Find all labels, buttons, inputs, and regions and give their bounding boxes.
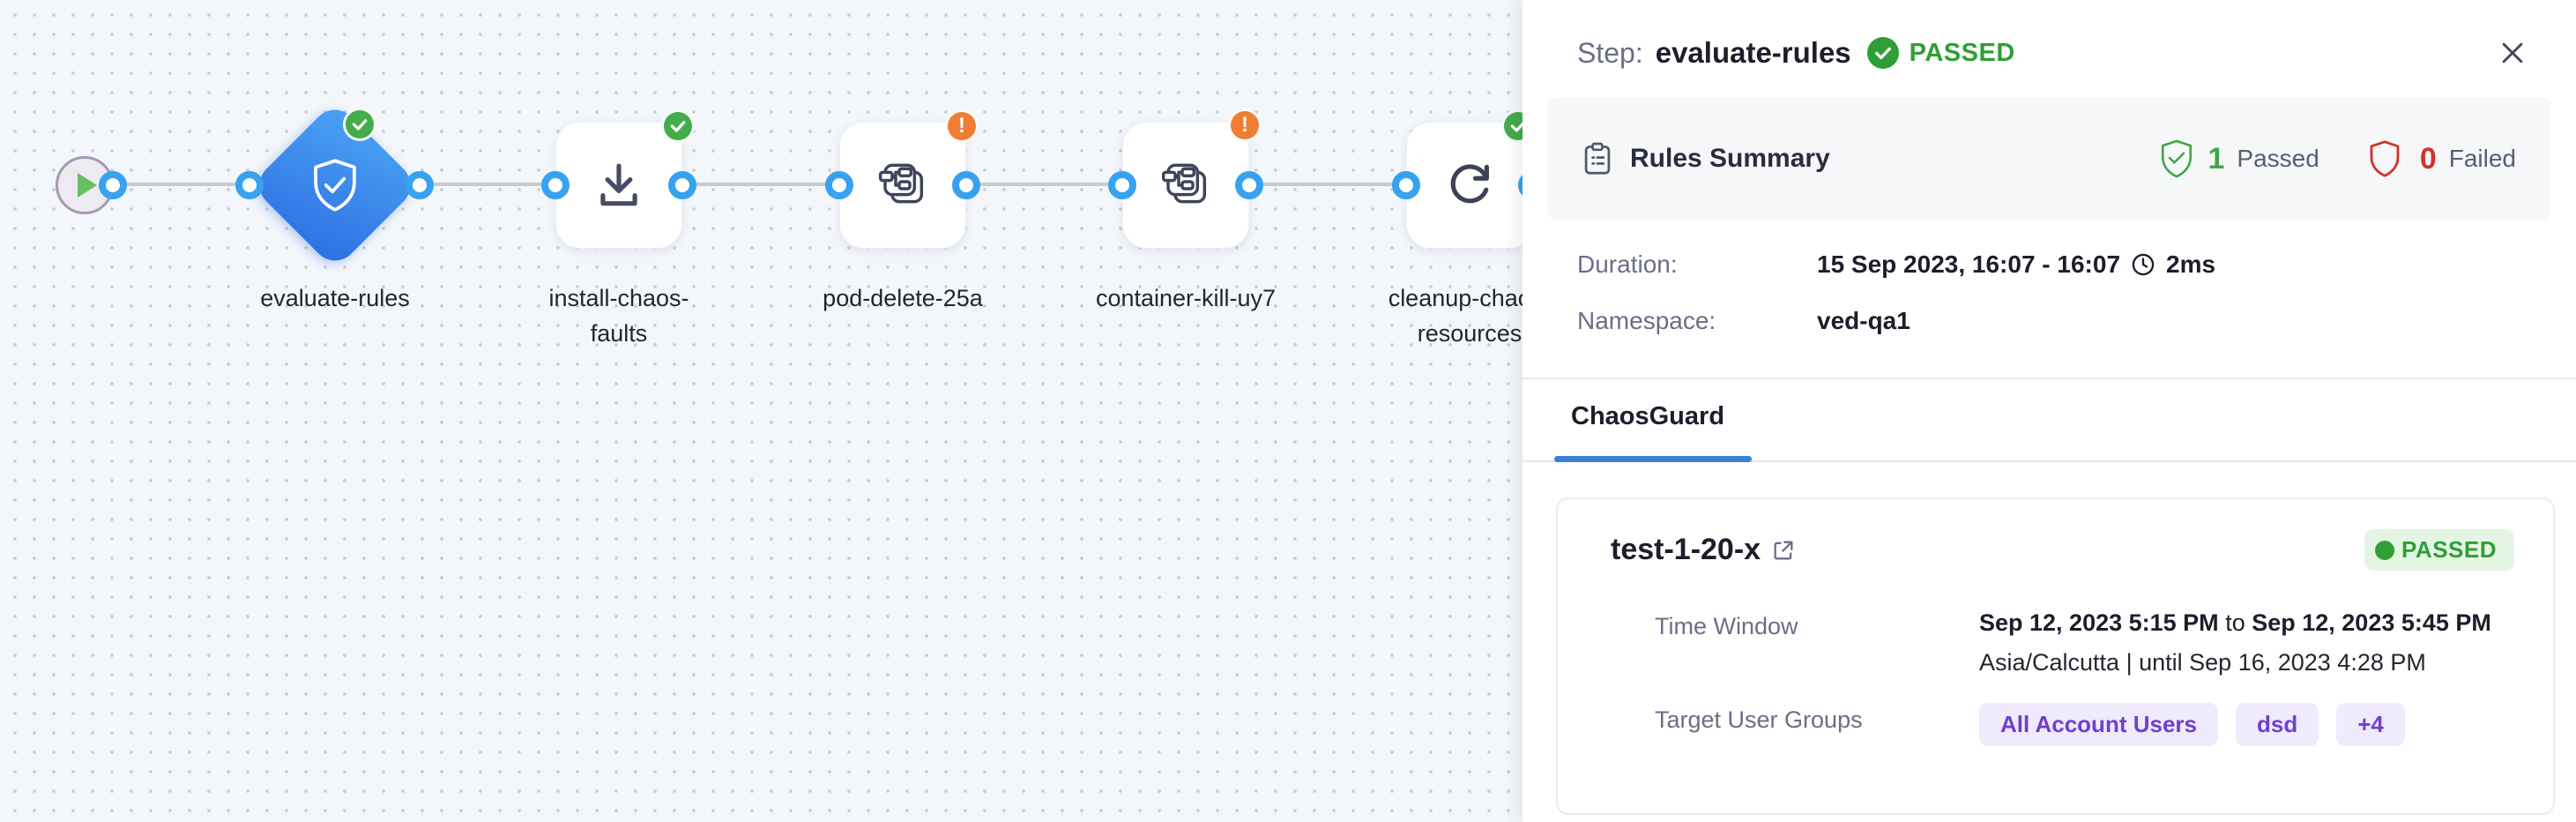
port-pod-delete-in[interactable]: [825, 171, 853, 199]
step-details-panel: Step: evaluate-rules PASSED Rules Summar…: [1523, 0, 2576, 822]
shield-check-icon: [304, 154, 366, 216]
port-install-in[interactable]: [541, 171, 570, 199]
status-badge-warning: !: [1228, 108, 1262, 142]
pipeline-edge-line: [85, 183, 1533, 186]
port-start-out[interactable]: [99, 171, 127, 199]
namespace-row: Namespace: ved-qa1: [1577, 307, 2521, 335]
download-icon: [600, 163, 637, 206]
chaos-fault-icon: [878, 163, 924, 204]
step-name: evaluate-rules: [1655, 36, 1851, 69]
namespace-label: Namespace:: [1577, 307, 1716, 334]
passed-label: Passed: [2237, 145, 2319, 172]
node-container-kill-uy7[interactable]: [1122, 122, 1249, 249]
shield-failed-icon: [2370, 140, 2400, 177]
chaosguard-rule-card: test-1-20-x PASSED Time Window Sep 12, 2…: [1556, 497, 2555, 815]
tab-chaosguard[interactable]: ChaosGuard: [1571, 402, 1725, 430]
chaos-fault-icon: [1161, 163, 1207, 204]
status-badge-passed: [661, 109, 695, 143]
refresh-icon: [1450, 164, 1489, 204]
port-pod-delete-out[interactable]: [952, 171, 980, 199]
duration-label: Duration:: [1577, 250, 1678, 278]
status-badge-warning: !: [945, 109, 979, 143]
section-divider: [1523, 377, 2576, 379]
rules-summary-title: Rules Summary: [1630, 144, 1830, 173]
node-label: container-kill-uy7: [1095, 285, 1277, 311]
check-circle-icon: [1866, 37, 1899, 69]
step-status: PASSED: [1909, 38, 2015, 67]
shield-check-passed-icon: [2162, 139, 2193, 178]
user-group-chip[interactable]: dsd: [2235, 703, 2319, 746]
status-badge-passed: [343, 108, 376, 141]
user-group-chip-more[interactable]: +4: [2336, 703, 2405, 746]
status-dot-icon: [2375, 540, 2394, 560]
failed-label: Failed: [2448, 145, 2516, 172]
node-evaluate-rules[interactable]: [249, 100, 421, 271]
close-icon[interactable]: [2495, 35, 2530, 71]
time-window-label: Time Window: [1655, 613, 1798, 639]
port-install-out[interactable]: [668, 171, 696, 199]
duration-row: Duration: 15 Sep 2023, 16:07 - 16:07 2ms: [1577, 250, 2521, 279]
rule-status-text: PASSED: [2401, 536, 2497, 563]
rules-summary-box: Rules Summary 1 Passed 0 Failed: [1547, 97, 2551, 220]
target-user-groups: All Account Users dsd +4: [1979, 703, 2514, 746]
node-pod-delete-25a[interactable]: [839, 122, 966, 249]
node-label: install-chaos-faults: [548, 285, 689, 347]
node-label: pod-delete-25a: [823, 285, 983, 311]
node-install-chaos-faults[interactable]: [555, 122, 682, 249]
panel-header: Step: evaluate-rules PASSED: [1523, 0, 2576, 71]
panel-tabbar: ChaosGuard: [1523, 379, 2576, 462]
step-label: Step:: [1577, 36, 1643, 69]
external-link-icon[interactable]: [1771, 538, 1796, 563]
port-evaluate-rules-out[interactable]: [406, 171, 434, 199]
passed-count: 1: [2207, 141, 2225, 176]
duration-elapsed: 2ms: [2166, 250, 2216, 278]
failed-count: 0: [2419, 141, 2437, 176]
clipboard-icon: [1584, 142, 1611, 175]
time-window-value: Sep 12, 2023 5:15 PM to Sep 12, 2023 5:4…: [1979, 609, 2491, 636]
port-container-kill-in[interactable]: [1108, 171, 1136, 199]
target-user-groups-label: Target User Groups: [1655, 706, 1863, 733]
active-tab-underline: [1554, 456, 1752, 462]
namespace-value: ved-qa1: [1817, 307, 1910, 334]
rule-name: test-1-20-x: [1611, 533, 1761, 566]
clock-icon: [2132, 253, 2155, 276]
play-icon: [78, 173, 97, 198]
node-label: evaluate-rules: [260, 285, 410, 311]
port-evaluate-rules-in[interactable]: [235, 171, 264, 199]
duration-value: 15 Sep 2023, 16:07 - 16:07: [1817, 250, 2121, 278]
port-container-kill-out[interactable]: [1235, 171, 1263, 199]
user-group-chip[interactable]: All Account Users: [1979, 703, 2218, 746]
step-details: Duration: 15 Sep 2023, 16:07 - 16:07 2ms…: [1523, 220, 2576, 363]
rule-status-badge: PASSED: [2364, 529, 2514, 571]
port-cleanup-in[interactable]: [1392, 171, 1420, 199]
time-window-timezone: Asia/Calcutta | until Sep 16, 2023 4:28 …: [1979, 649, 2426, 676]
